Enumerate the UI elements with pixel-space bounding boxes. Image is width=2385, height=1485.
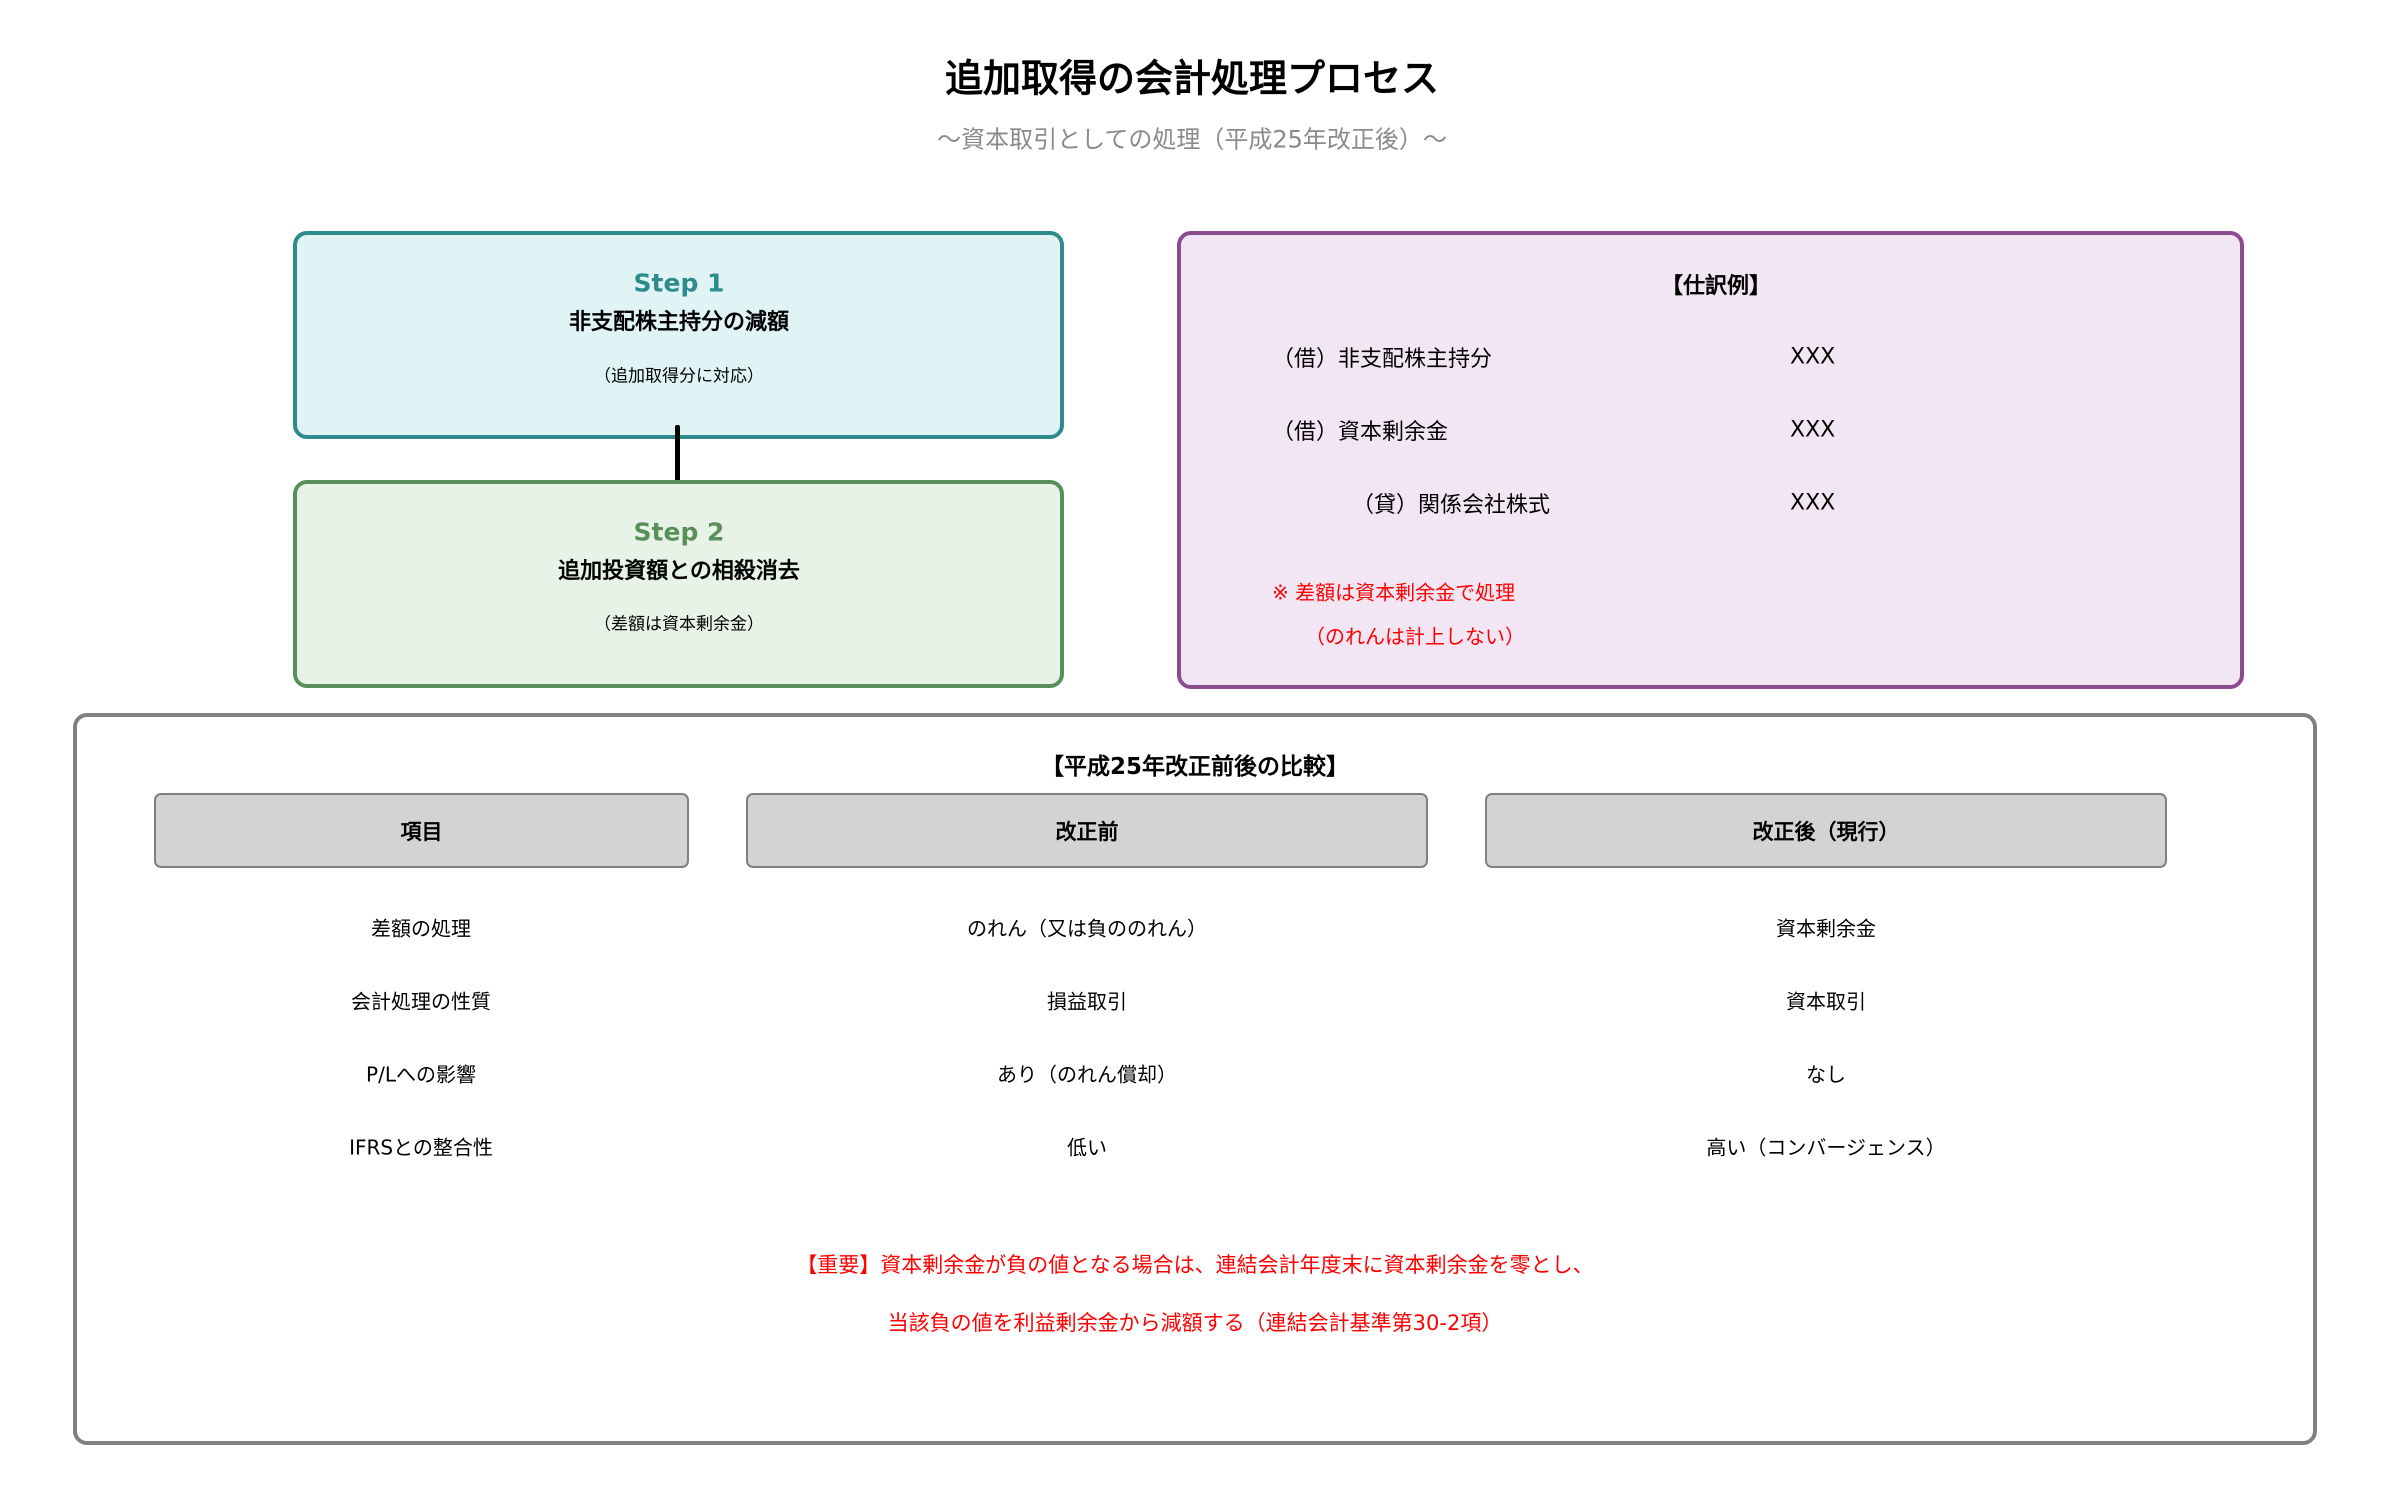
- table-cell: なし: [1806, 1062, 1846, 1087]
- comparison-heading: 【平成25年改正前後の比較】: [1040, 754, 1350, 780]
- step-1-label: Step 1: [633, 268, 725, 298]
- page-title: 追加取得の会計処理プロセス: [944, 56, 1440, 101]
- step-1-note: （追加取得分に対応）: [594, 366, 764, 387]
- journal-row-2: （借）資本剰余金: [1272, 414, 1448, 446]
- table-cell: 高い（コンバージェンス）: [1706, 1135, 1946, 1160]
- column-header-before: 改正前: [746, 793, 1428, 868]
- column-header-label: 改正前: [1055, 819, 1119, 844]
- table-cell: あり（のれん償却）: [997, 1062, 1177, 1087]
- table-cell: IFRSとの整合性: [349, 1135, 493, 1160]
- step-2-note: （差額は資本剰余金）: [594, 614, 764, 635]
- journal-side: （借）: [1272, 420, 1339, 445]
- important-note-line-1: 【重要】資本剰余金が負の値となる場合は、連結会計年度末に資本剰余金を零とし、: [796, 1253, 1594, 1277]
- column-header-item: 項目: [154, 793, 689, 868]
- table-cell: 資本剰余金: [1776, 916, 1876, 941]
- column-header-after: 改正後（現行）: [1485, 793, 2167, 868]
- table-cell: P/Lへの影響: [366, 1062, 476, 1087]
- journal-note-line-1: ※ 差額は資本剰余金で処理: [1272, 580, 1516, 605]
- journal-note-line-2: （のれんは計上しない）: [1305, 624, 1525, 649]
- column-header-label: 項目: [400, 819, 443, 844]
- table-cell: 資本取引: [1786, 989, 1866, 1014]
- step-2-box: [293, 480, 1064, 688]
- journal-account: 非支配株主持分: [1338, 347, 1493, 372]
- step-connector-line: [675, 425, 680, 488]
- journal-heading: 【仕訳例】: [1660, 274, 1772, 299]
- journal-amount: XXX: [1790, 344, 1836, 370]
- journal-account: 資本剰余金: [1338, 420, 1449, 445]
- journal-entry-box: [1177, 231, 2244, 689]
- table-cell: 会計処理の性質: [351, 989, 491, 1014]
- step-1-title: 非支配株主持分の減額: [568, 310, 790, 335]
- step-2-title: 追加投資額との相殺消去: [558, 559, 800, 584]
- column-header-label: 改正後（現行）: [1752, 819, 1900, 844]
- step-1-box: [293, 231, 1064, 439]
- journal-amount: XXX: [1790, 490, 1836, 516]
- table-cell: のれん（又は負ののれん）: [967, 916, 1207, 941]
- table-cell: 損益取引: [1047, 989, 1127, 1014]
- journal-side: （貸）: [1352, 493, 1419, 518]
- journal-row-1: （借）非支配株主持分: [1272, 341, 1492, 373]
- step-2-label: Step 2: [633, 517, 725, 547]
- journal-row-3: （貸）関係会社株式: [1352, 487, 1550, 519]
- important-note-line-2: 当該負の値を利益剰余金から減額する（連結会計基準第30-2項）: [887, 1311, 1503, 1335]
- page-subtitle: ～資本取引としての処理（平成25年改正後）～: [937, 125, 1447, 154]
- table-cell: 差額の処理: [371, 916, 471, 941]
- journal-amount: XXX: [1790, 417, 1836, 443]
- table-cell: 低い: [1067, 1135, 1107, 1160]
- journal-account: 関係会社株式: [1418, 493, 1551, 518]
- journal-side: （借）: [1272, 347, 1339, 372]
